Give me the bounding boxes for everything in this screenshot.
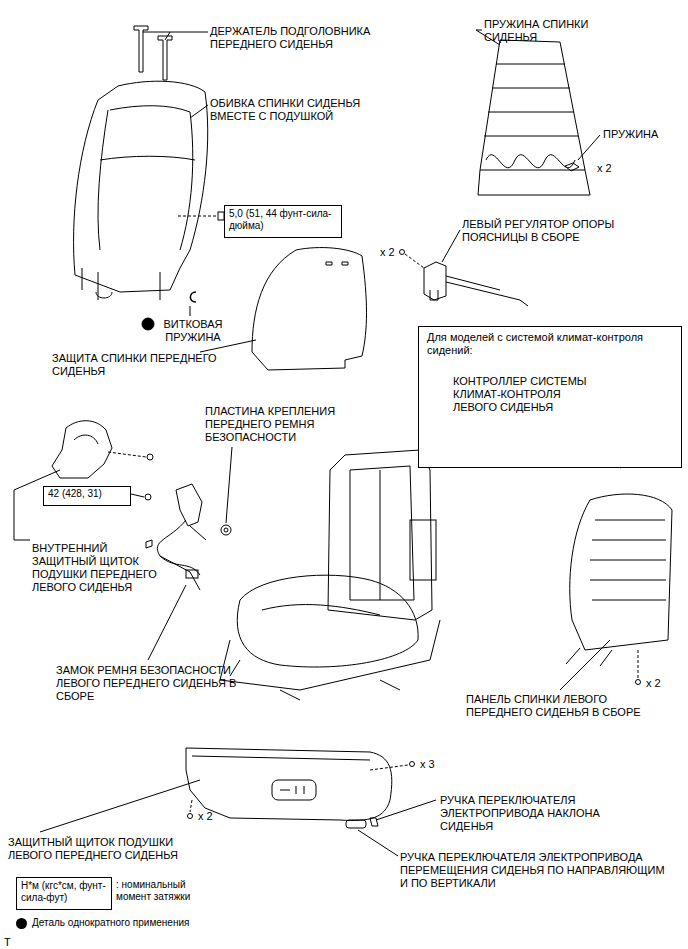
leader-line — [190, 306, 191, 316]
part-name: ПЛАСТИНА КРЕПЛЕНИЯ ПЕРЕДНЕГО РЕМНЯ БЕЗОП… — [205, 405, 345, 444]
part-name: РУЧКА ПЕРЕКЛЮЧАТЕЛЯ ЭЛЕКТРОПРИВОДА НАКЛО… — [440, 794, 625, 833]
part-name: КОНТРОЛЛЕР СИСТЕМЫ КЛИМАТ-КОНТРОЛЯ ЛЕВОГ… — [453, 375, 603, 414]
box-text: Для моделей с системой климат-контроля с… — [427, 331, 673, 357]
seatback-hooks — [82, 268, 160, 300]
box-text: 42 (428, 31) — [48, 488, 126, 500]
part-name: ЗАМОК РЕМНЯ БЕЗОПАСНОСТИ ЛЕВОГО ПЕРЕДНЕГ… — [56, 664, 271, 703]
seatback-panel — [566, 494, 672, 684]
coil-spring — [190, 292, 196, 302]
box-text: 5,0 (51, 44 фунт-сила-дюйма) — [229, 208, 337, 232]
one-time-part-mark — [142, 318, 154, 330]
box-text: Н*м (кгс*см, фунт-сила-фут) — [21, 880, 107, 904]
part-name: ДЕРЖАТЕЛЬ ПОДГОЛОВНИКА ПЕРЕДНЕГО СИДЕНЬЯ — [210, 25, 385, 51]
leader-line — [131, 494, 144, 497]
bolt-symbol — [145, 494, 151, 500]
quantity-label: x 2 — [198, 810, 228, 823]
leader-line — [442, 230, 460, 262]
seat-frame — [220, 450, 440, 700]
headrest-support — [134, 26, 172, 80]
spec-box: Н*м (кгс*см, фунт-сила-фут) — [16, 877, 112, 910]
leader-line — [578, 135, 600, 160]
spring-part — [565, 163, 579, 171]
leader-line — [143, 32, 208, 40]
leader-line — [358, 830, 398, 856]
quantity-label: x 2 — [380, 246, 410, 259]
part-name: ЗАЩИТА СПИНКИ ПЕРЕДНЕГО СИДЕНЬЯ — [52, 352, 262, 378]
part-name: ЗАЩИТНЫЙ ЩИТОК ПОДУШКИ ЛЕВОГО ПЕРЕДНЕГО … — [8, 836, 213, 862]
lumbar-adjuster — [400, 250, 529, 307]
legend-text: Деталь однократного применения — [32, 917, 272, 929]
part-name: ЛЕВЫЙ РЕГУЛЯТОР ОПОРЫ ПОЯСНИЦЫ В СБОРЕ — [462, 218, 652, 244]
part-name: ОБИВКА СПИНКИ СИДЕНЬЯ ВМЕСТЕ С ПОДУШКОЙ — [210, 97, 395, 123]
part-name: ПРУЖИНА — [603, 128, 673, 141]
part-name: ПРУЖИНА СПИНКИ СИДЕНЬЯ — [484, 18, 609, 44]
quantity-label: x 3 — [420, 758, 450, 771]
part-name: ВНУТРЕННИЙ ЗАЩИТНЫЙ ЩИТОК ПОДУШКИ ПЕРЕДН… — [32, 542, 167, 594]
leader-line — [148, 585, 186, 660]
part-name: ВИТКОВАЯ ПРУЖИНА — [158, 318, 228, 344]
legend-text: : номинальный момент затяжки — [116, 879, 216, 903]
note-box: Для моделей с системой климат-контроля с… — [418, 326, 682, 468]
legend-dot — [16, 918, 27, 929]
seatbelt-buckle — [146, 484, 231, 590]
seatback-cover — [74, 81, 208, 292]
figure-code: T — [4, 936, 16, 949]
leader-line — [376, 800, 436, 820]
leader-line — [190, 105, 208, 118]
leader-line — [40, 780, 200, 832]
spec-box: 42 (428, 31) — [43, 486, 131, 506]
leader-line — [178, 216, 218, 217]
switch-knob — [346, 818, 378, 828]
seatback-seams — [98, 106, 195, 250]
quantity-label: x 2 — [597, 162, 627, 175]
part-name: ПАНЕЛЬ СПИНКИ ЛЕВОГО ПЕРЕДНЕГО СИДЕНЬЯ В… — [466, 693, 661, 719]
spec-box: 5,0 (51, 44 фунт-сила-дюйма) — [224, 205, 342, 238]
side-shield — [186, 748, 415, 820]
pad-hole — [326, 262, 348, 265]
seatback-spring — [478, 40, 590, 195]
part-name: РУЧКА ПЕРЕКЛЮЧАТЕЛЯ ЭЛЕКТРОПРИВОДА ПЕРЕМ… — [400, 851, 670, 890]
leader-line — [560, 640, 610, 690]
inner-shield — [52, 421, 153, 478]
leader-line — [226, 447, 232, 523]
quantity-label: x 2 — [646, 677, 676, 690]
seatback-pad — [252, 248, 367, 370]
